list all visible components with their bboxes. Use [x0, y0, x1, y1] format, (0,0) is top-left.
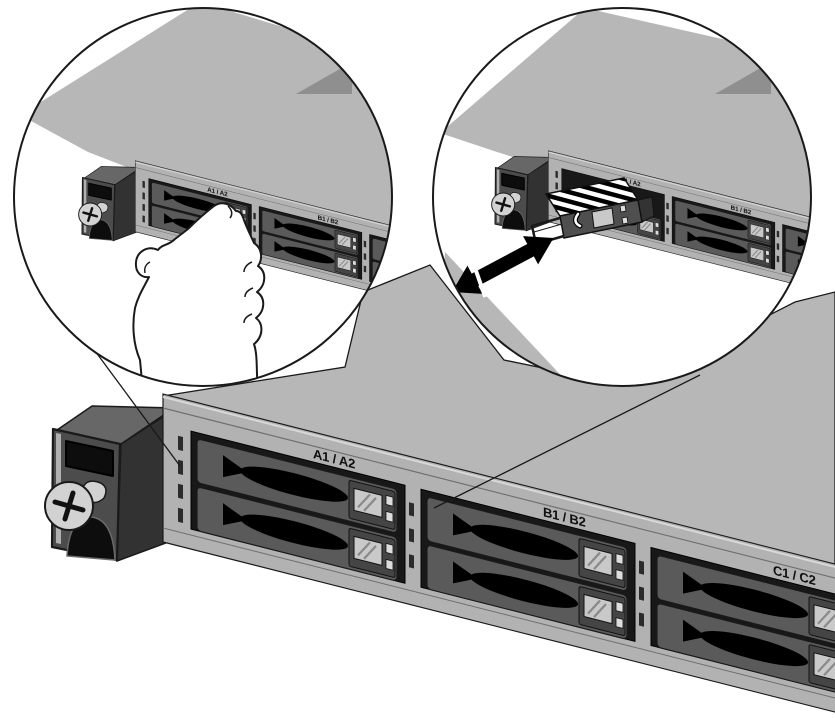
removed-tray	[530, 177, 655, 246]
leader-line-slide-callout	[433, 374, 701, 509]
lever-swing-arrow-icon	[574, 212, 582, 228]
top-shade-wedge	[715, 62, 771, 94]
callout-top-face	[20, 8, 392, 260]
top-shade-wedge	[296, 62, 352, 94]
callout-circle-outline	[432, 7, 812, 387]
fingernail-line	[227, 205, 233, 219]
callout-slide-tray	[432, 7, 812, 387]
tray-release-button	[591, 207, 615, 229]
callout-circle-outline	[13, 7, 393, 387]
callout-press-button	[13, 7, 393, 387]
knuckle-creases	[144, 261, 254, 324]
tray-led-indicator	[619, 204, 629, 225]
